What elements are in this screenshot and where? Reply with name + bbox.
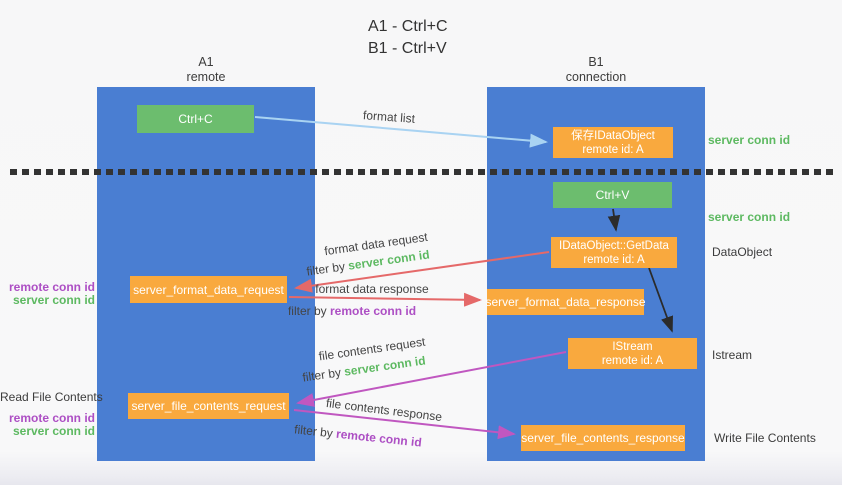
lane-header-b1: B1 connection xyxy=(487,55,705,85)
save-idataobject-box: 保存IDataObject remote id: A xyxy=(553,127,673,158)
lane-header-a1: A1 remote xyxy=(97,55,315,85)
save-idataobject-line1: 保存IDataObject xyxy=(571,129,655,142)
server-format-data-request-label: server_format_data_request xyxy=(133,282,284,297)
file-contents-response-label: file contents response xyxy=(325,395,443,425)
diagram-title: A1 - Ctrl+C B1 - Ctrl+V xyxy=(368,16,448,60)
server-file-contents-response-label: server_file_contents_response xyxy=(521,431,685,445)
save-idataobject-line2: remote id: A xyxy=(582,143,644,156)
copy-paste-separator-line xyxy=(10,169,836,175)
format-data-response-filter: filter by remote conn id xyxy=(288,304,416,318)
remote-conn-id-annotation-left-top: remote conn id xyxy=(8,280,95,294)
istream-line1: IStream xyxy=(612,340,653,353)
server-conn-id-annotation-top: server conn id xyxy=(708,133,791,147)
ctrl-v-label: Ctrl+V xyxy=(595,188,630,202)
remote-conn-id-filter-value: remote conn id xyxy=(335,426,423,450)
remote-conn-id-filter-value: remote conn id xyxy=(330,304,417,318)
format-data-response-label: format data response xyxy=(315,282,429,296)
title-line-1: A1 - Ctrl+C xyxy=(368,18,448,35)
server-file-contents-response-box: server_file_contents_response xyxy=(521,425,685,451)
filter-by-text: filter by xyxy=(287,304,327,318)
lane-a1-subtitle: remote xyxy=(186,70,226,84)
istream-annotation: Istream xyxy=(712,348,753,362)
write-file-contents-annotation: Write File Contents xyxy=(714,431,816,445)
dataobject-annotation: DataObject xyxy=(712,245,773,259)
getdata-line1: IDataObject::GetData xyxy=(559,239,669,252)
ctrl-c-label: Ctrl+C xyxy=(178,112,213,126)
server-conn-id-annotation-left-top: server conn id xyxy=(12,293,95,307)
lane-b1-name: B1 xyxy=(588,55,604,69)
server-conn-id-annotation-mid: server conn id xyxy=(708,210,791,224)
getdata-line2: remote id: A xyxy=(583,253,645,266)
server-format-data-response-box: server_format_data_response xyxy=(485,289,646,315)
server-file-contents-request-box: server_file_contents_request xyxy=(128,393,289,419)
server-format-data-response-label: server_format_data_response xyxy=(485,295,646,309)
ctrl-c-box: Ctrl+C xyxy=(137,105,254,133)
server-file-contents-request-label: server_file_contents_request xyxy=(131,399,286,413)
istream-box: IStream remote id: A xyxy=(568,338,697,369)
format-data-response-arrow xyxy=(288,292,482,307)
read-file-contents-annotation: Read File Contents xyxy=(0,390,103,404)
format-list-label: format list xyxy=(362,108,416,126)
lane-b1-subtitle: connection xyxy=(565,70,627,84)
ctrl-v-box: Ctrl+V xyxy=(553,182,672,208)
server-conn-id-annotation-left-bottom: server conn id xyxy=(12,424,95,438)
istream-line2: remote id: A xyxy=(601,354,664,367)
title-line-2: B1 - Ctrl+V xyxy=(368,40,447,57)
remote-conn-id-annotation-left-bottom: remote conn id xyxy=(8,411,95,425)
server-format-data-request-box: server_format_data_request xyxy=(130,276,287,303)
lane-a1-name: A1 xyxy=(198,55,214,69)
idataobject-getdata-box: IDataObject::GetData remote id: A xyxy=(551,237,677,268)
